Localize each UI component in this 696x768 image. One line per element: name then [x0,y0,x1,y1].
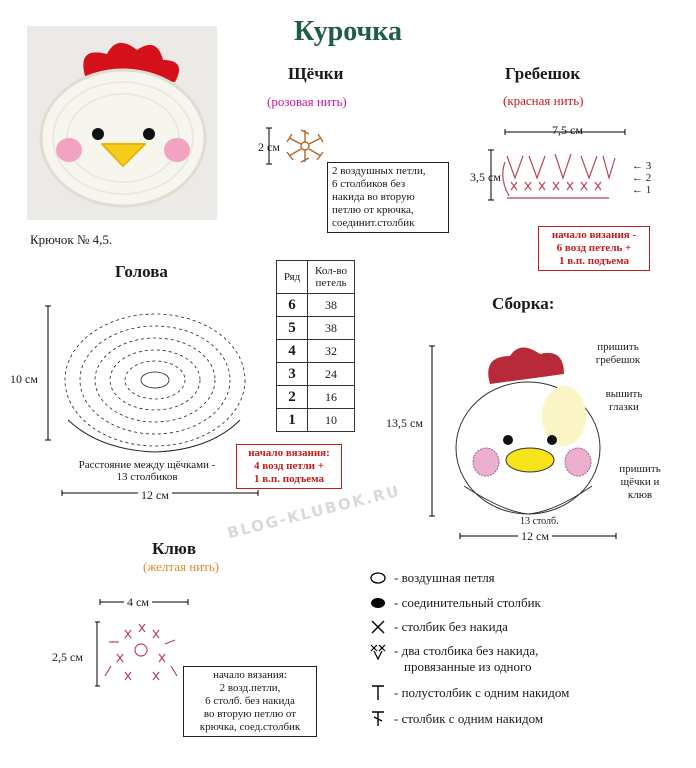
assembly-label-comb: пришить гребешок [595,341,641,366]
comb-row-label: ← 2 [632,172,652,184]
double-crochet-icon [372,711,384,726]
legend-label: - два столбика без накида, [394,643,539,658]
page-title: Курочка [294,16,402,47]
rows-table-header: Ряд Кол-во петель [276,260,355,294]
assembly-stitches: 13 столб. [520,516,559,527]
cheeks-heading: Щёчки [288,64,344,83]
legend-label: - столбик без накида [394,619,508,634]
legend-item-slip: - соединительный столбик [368,595,541,611]
comb-thread: (красная нить) [503,93,584,108]
beak-note-line: во вторую петлю от [203,708,297,720]
head-start-note-line: начало вязания: [248,447,330,459]
assembly-width: 12 см [518,529,552,544]
legend-item-dc: - столбик с одним накидом [368,710,543,728]
comb-heading: Гребешок [505,64,581,83]
cheek-distance-line: Расстояние между щёчками - [78,459,216,471]
single-crochet-icon [371,620,385,634]
row-count: 38 [307,293,355,317]
beak-width: 4 см [124,595,152,610]
row-number: 1 [276,408,308,432]
head-start-note-line: 1 в.п. подъема [253,473,325,485]
comb-start-note-line: начало вязания - [551,229,637,241]
head-width: 12 см [138,488,172,503]
legend-item-hdc: - полустолбик с одним накидом [368,684,569,702]
assembly-label-cheeks: пришить щёчки и клюв [619,463,661,501]
beak-note-line: начало вязания: [213,669,287,681]
comb-row-label: ← 3 [632,160,652,172]
row-count: 16 [307,385,355,409]
cheeks-diagram [266,127,324,165]
row-number: 2 [276,385,308,409]
row-count: 38 [307,316,355,340]
comb-start-note-line: 6 возд петель + [556,242,632,254]
row-count: 24 [307,362,355,386]
beak-note: начало вязания: 2 возд.петли, 6 столб. б… [183,666,317,737]
cheeks-note-line: накида во вторую [332,191,415,203]
beak-height: 2,5 см [52,650,83,664]
beak-thread: (желтая нить) [143,559,220,574]
comb-row-labels: ← 3 ← 2 ← 1 [632,160,651,196]
slip-stitch-icon [371,598,385,608]
beak-diagram [95,621,178,687]
head-heading: Голова [115,262,168,281]
hook-size: Крючок № 4,5. [30,232,113,247]
legend-item-increase: - два столбика без накида, провязанные и… [368,643,538,675]
header-row: Ряд [276,260,308,294]
legend-item-chain: - воздушная петля [368,570,495,586]
beak-heading: Клюв [152,539,197,558]
head-start-note-line: 4 возд петли + [253,460,325,472]
head-start-note: начало вязания: 4 возд петли + 1 в.п. по… [236,444,342,489]
cheeks-note-line: 2 воздушных петли, [332,165,426,177]
assembly-heading: Сборка: [492,294,555,313]
legend-label: - столбик с одним накидом [394,711,544,726]
cheeks-thread: (розовая нить) [267,94,347,109]
comb-row-label: ← 1 [632,184,652,196]
cheek-distance-line: 13 столбиков [116,471,178,483]
cheeks-note: 2 воздушных петли, 6 столбиков без накид… [327,162,449,233]
legend-label: - воздушная петля [394,570,495,585]
chick-photo [27,26,217,220]
row-number: 6 [276,293,308,317]
legend-label: - соединительный столбик [394,595,541,610]
legend-label: провязанные из одного [404,659,532,674]
chain-stitch-icon [370,572,386,584]
increase-icon [370,644,386,661]
comb-width: 7,5 см [552,123,583,137]
comb-height: 3,5 см [470,170,501,184]
beak-note-line: 2 возд.петли, [219,682,281,694]
row-number: 4 [276,339,308,363]
comb-diagram [488,129,626,201]
comb-start-note-line: 1 в.п. подъема [558,255,630,267]
row-number: 5 [276,316,308,340]
legend-label: - полустолбик с одним накидом [394,685,570,700]
head-cheek-distance: Расстояние между щёчками - 13 столбиков [72,459,222,483]
comb-start-note: начало вязания - 6 возд петель + 1 в.п. … [538,226,650,271]
row-count: 32 [307,339,355,363]
assembly-height: 13,5 см [386,416,423,430]
row-number: 3 [276,362,308,386]
beak-note-line: крючка, соед.столбик [199,721,301,733]
half-double-crochet-icon [372,685,384,700]
cheeks-note-line: 6 столбиков без [332,178,406,190]
cheeks-note-line: петлю от крючка, [332,204,414,216]
head-diagram [45,305,246,453]
assembly-diagram [429,345,601,517]
cheeks-note-line: соединит.столбик [332,217,415,229]
row-count: 10 [307,408,355,432]
header-count: Кол-во петель [307,260,355,294]
beak-note-line: 6 столб. без накида [205,695,295,707]
legend-item-sc: - столбик без накида [368,619,508,635]
assembly-label-eyes: вышить глазки [605,388,643,413]
head-height: 10 см [10,372,38,386]
